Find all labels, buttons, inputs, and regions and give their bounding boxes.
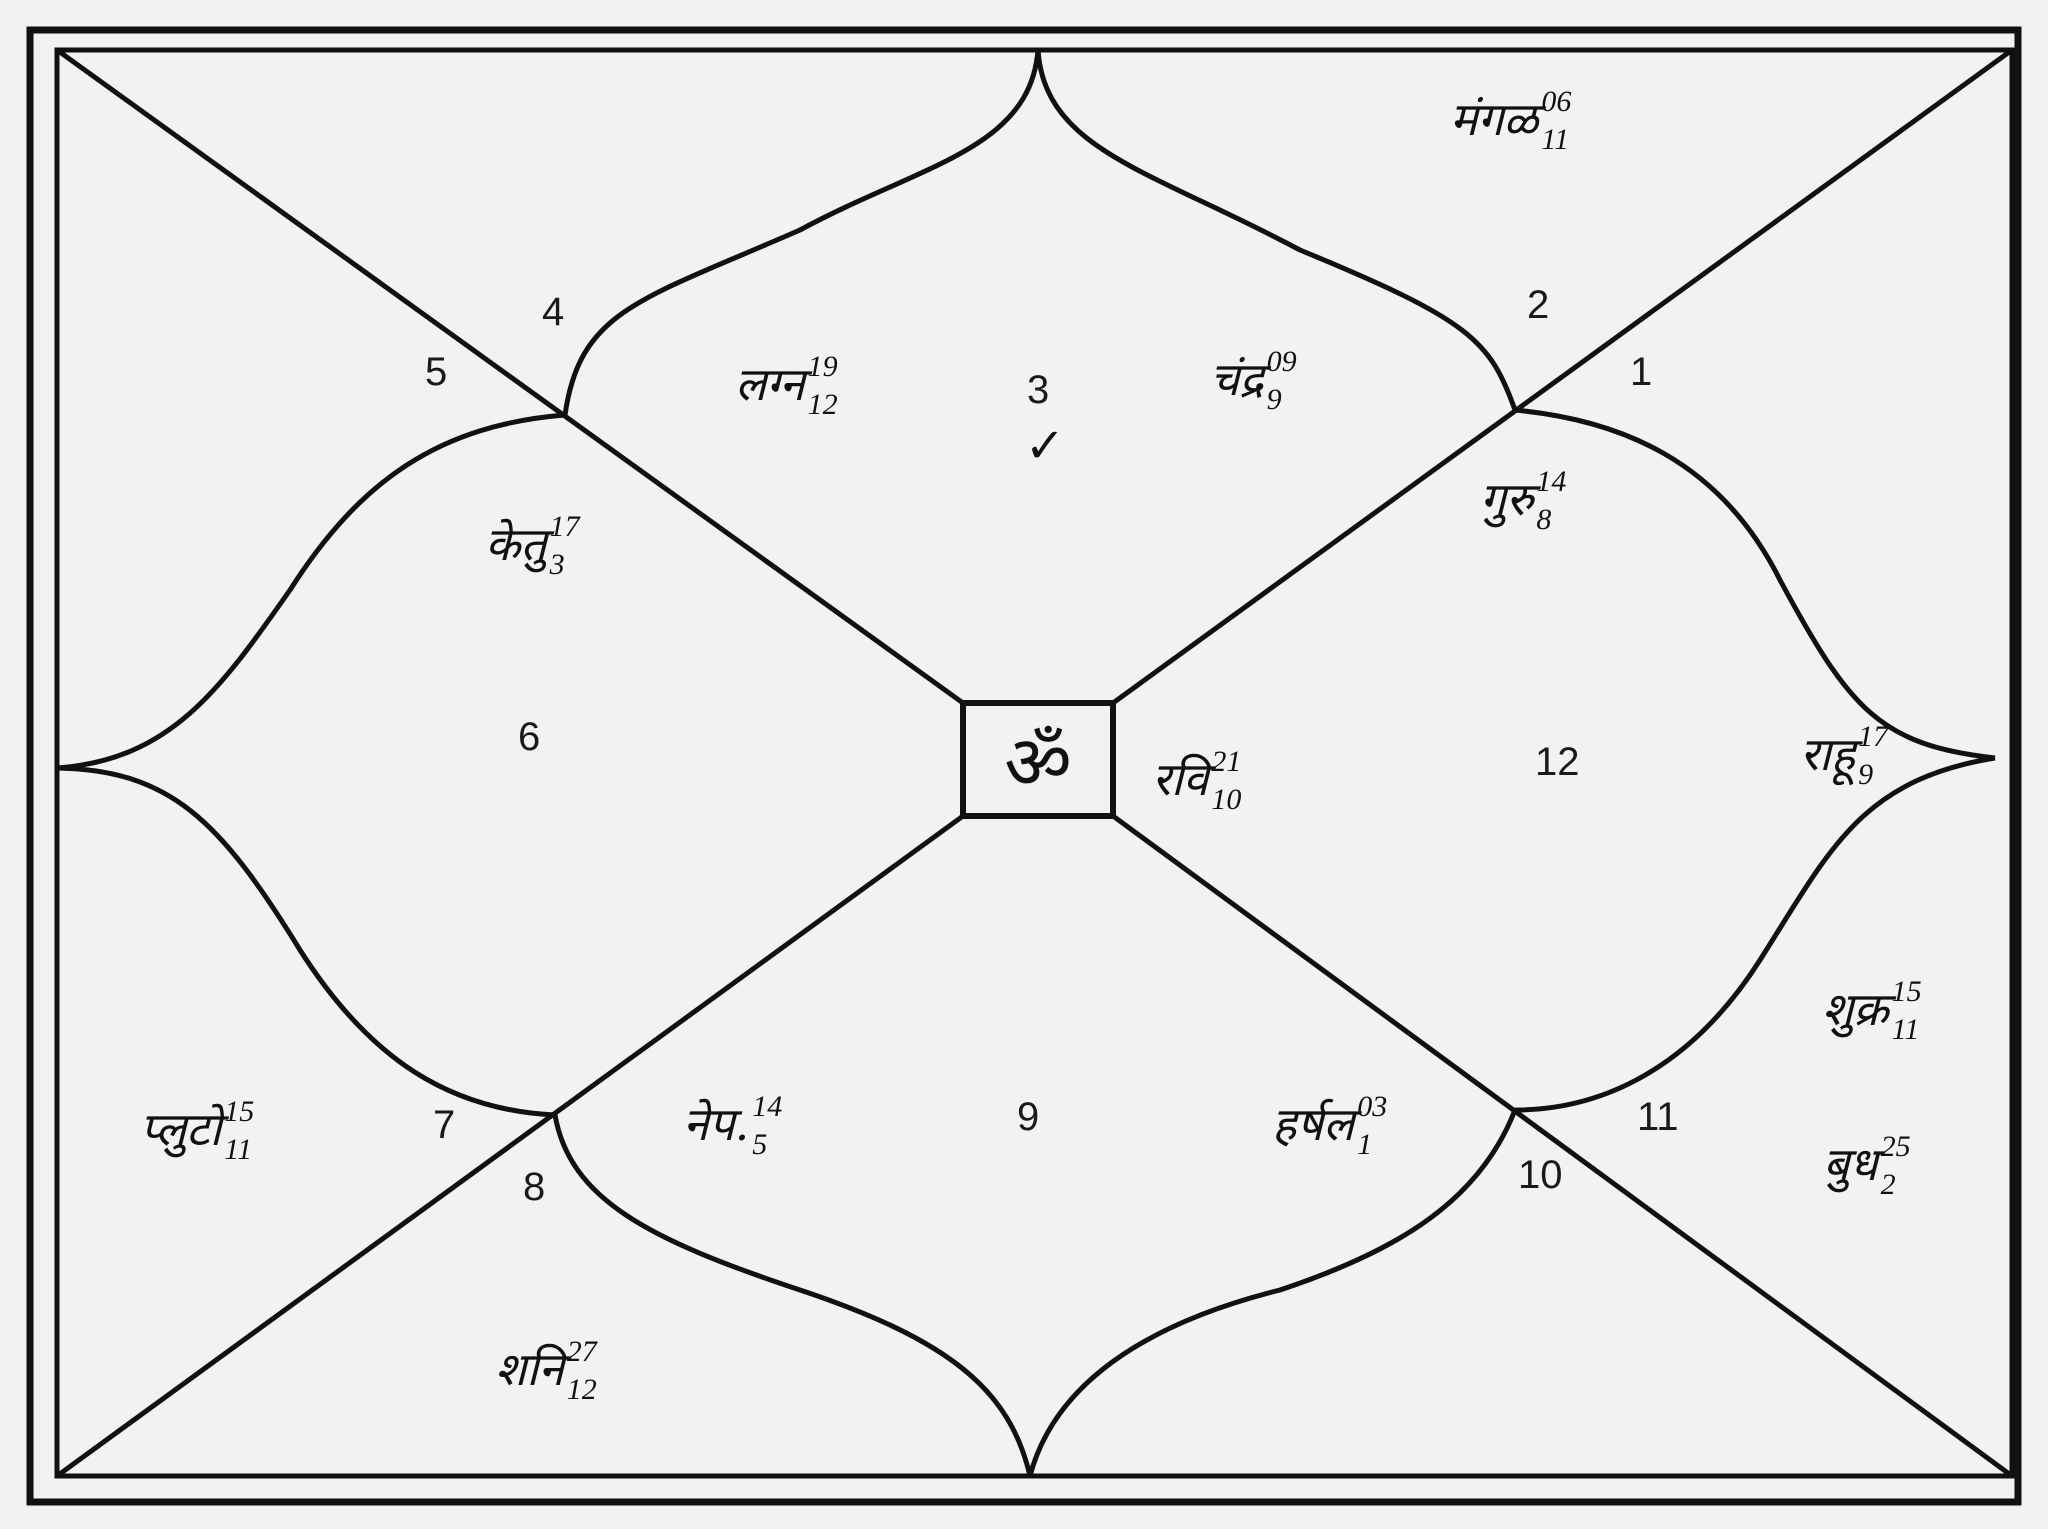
house-number-9: 9 bbox=[1017, 1095, 1039, 1139]
planet-shukra-sign: 11 bbox=[1892, 1013, 1920, 1046]
planet-lagna-degree: 19 bbox=[808, 350, 838, 383]
planet-guru: गुरु bbox=[1480, 472, 1542, 528]
house-number-2: 2 bbox=[1527, 283, 1549, 327]
planet-rahu: राहू bbox=[1800, 727, 1864, 786]
planet-nep-sign: 5 bbox=[752, 1128, 767, 1161]
curve-left-bottom bbox=[56, 765, 556, 1118]
planet-chandra: चंद्र bbox=[1210, 352, 1272, 406]
planet-ravi: रवि bbox=[1152, 752, 1217, 806]
diagonal-bl bbox=[55, 813, 965, 1479]
planet-shukra-degree: 15 bbox=[1892, 975, 1922, 1008]
inner-frame bbox=[54, 47, 2015, 1479]
curve-bottom-right bbox=[1027, 1109, 1518, 1477]
planet-harshal: हर्षल bbox=[1272, 1097, 1362, 1151]
planet-mangal-degree: 06 bbox=[1541, 85, 1571, 118]
om-symbol: ॐ bbox=[1004, 720, 1072, 806]
planet-harshal-degree: 03 bbox=[1357, 1090, 1387, 1123]
planet-ravi-sign: 10 bbox=[1211, 783, 1241, 816]
planet-mangal: मंगळ bbox=[1450, 92, 1546, 146]
planet-ketu-sign: 3 bbox=[549, 548, 565, 581]
outer-frame bbox=[26, 26, 2022, 1506]
house-number-3: 3 bbox=[1027, 368, 1049, 412]
planet-ravi-degree: 21 bbox=[1211, 745, 1241, 778]
planet-rahu-degree: 17 bbox=[1858, 720, 1890, 753]
planet-lagna: लग्न bbox=[735, 357, 813, 411]
planet-nep: नेप. bbox=[683, 1097, 749, 1151]
planet-nep-degree: 14 bbox=[752, 1090, 782, 1123]
planet-guru-sign: 8 bbox=[1536, 503, 1551, 536]
planet-pluto-degree: 15 bbox=[224, 1095, 254, 1128]
house-number-8: 8 bbox=[523, 1165, 545, 1209]
planet-pluto-sign: 11 bbox=[224, 1133, 252, 1166]
planet-budh-degree: 25 bbox=[1881, 1130, 1911, 1163]
planet-shani: शनि bbox=[495, 1342, 572, 1396]
planet-shani-degree: 27 bbox=[567, 1335, 599, 1368]
diagonal-tr bbox=[1111, 47, 2014, 706]
diagonal-br bbox=[1111, 813, 2014, 1479]
house-number-10: 10 bbox=[1518, 1153, 1563, 1197]
planet-shukra: शुक्र bbox=[1822, 982, 1897, 1038]
house-number-11: 11 bbox=[1637, 1095, 1679, 1139]
center-box bbox=[960, 700, 1116, 819]
curve-right-top bbox=[1514, 407, 1996, 761]
planet-shani-sign: 12 bbox=[567, 1373, 597, 1406]
curve-left-top bbox=[56, 412, 566, 771]
house-number-5: 5 bbox=[425, 350, 447, 394]
planet-chandra-sign: 9 bbox=[1267, 383, 1282, 416]
diagonal-tl bbox=[55, 47, 965, 706]
planet-ketu-degree: 17 bbox=[550, 510, 582, 543]
planet-pluto: प्लुटो bbox=[140, 1102, 229, 1158]
planet-rahu-sign: 9 bbox=[1858, 758, 1873, 791]
planet-lagna-sign: 12 bbox=[808, 388, 838, 421]
curve-right-bottom bbox=[1514, 755, 1996, 1113]
house-number-7: 7 bbox=[433, 1103, 455, 1147]
curve-bottom-left bbox=[552, 1114, 1033, 1477]
planet-chandra-degree: 09 bbox=[1267, 345, 1297, 378]
planet-mangal-sign: 11 bbox=[1541, 123, 1569, 156]
planet-guru-degree: 14 bbox=[1536, 465, 1566, 498]
check-mark: ✓ bbox=[1025, 418, 1065, 474]
planet-harshal-sign: 1 bbox=[1357, 1128, 1372, 1161]
house-number-1: 1 bbox=[1630, 350, 1652, 394]
planet-budh: बुध bbox=[1823, 1137, 1886, 1193]
house-number-6: 6 bbox=[518, 715, 540, 759]
curve-top-right bbox=[1035, 49, 1518, 411]
house-number-12: 12 bbox=[1535, 740, 1580, 784]
curve-top-left bbox=[562, 49, 1041, 416]
planet-ketu: केतु bbox=[485, 517, 555, 573]
house-number-4: 4 bbox=[542, 290, 564, 334]
planet-budh-sign: 2 bbox=[1881, 1168, 1896, 1201]
